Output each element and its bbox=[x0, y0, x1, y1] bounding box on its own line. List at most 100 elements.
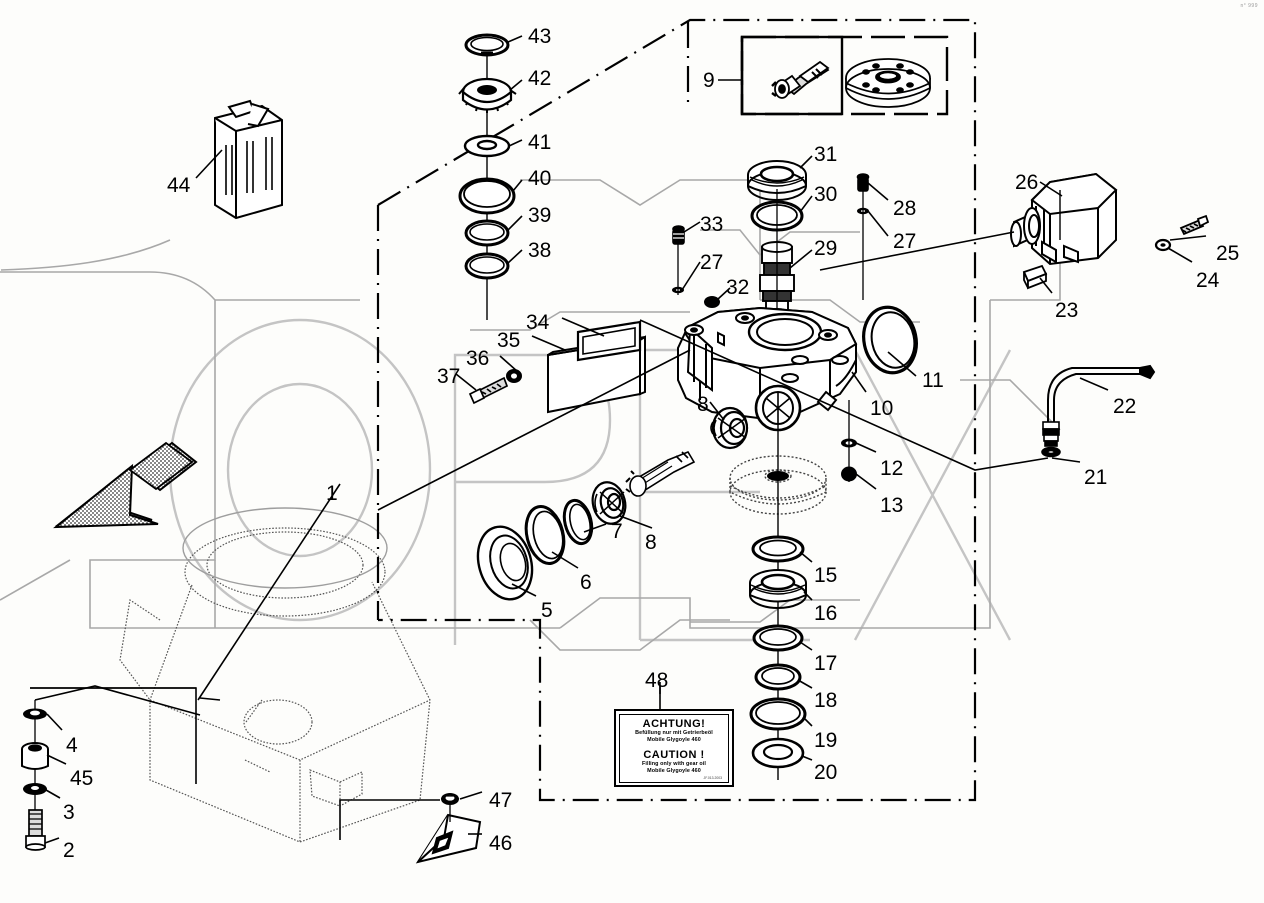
part-5-oil-seal bbox=[476, 525, 534, 601]
part-2-bolt bbox=[25, 809, 46, 851]
callout-20-washer: 20 bbox=[814, 761, 838, 784]
part-45-spacer-bush bbox=[21, 742, 49, 770]
part-33-bolt bbox=[672, 225, 685, 245]
detail-box-divider bbox=[740, 35, 844, 116]
callout-42-gear-cap: 42 bbox=[528, 67, 552, 90]
part-10-gearbox-housing bbox=[677, 306, 858, 432]
corner-mark: n° 999 bbox=[1240, 3, 1258, 9]
leader-frame-bracket bbox=[339, 799, 440, 840]
long-leader-lines bbox=[199, 231, 1049, 701]
part-47-nut bbox=[441, 793, 459, 805]
callout-28-bolt: 28 bbox=[893, 197, 917, 220]
callout-33-bolt: 33 bbox=[700, 213, 724, 236]
decal-body-en-1: Filling only with gear oil bbox=[642, 760, 706, 767]
part-16-ball-bearing bbox=[749, 569, 807, 609]
leader-frame-bottomleft bbox=[30, 687, 197, 784]
callout-25-bolt: 25 bbox=[1216, 242, 1240, 265]
callout-45-spacer-bush: 45 bbox=[70, 767, 94, 790]
part-39-o-ring-medium bbox=[464, 219, 510, 247]
callout-3-washer: 3 bbox=[63, 801, 75, 824]
callout-11-cover-ring: 11 bbox=[922, 369, 944, 392]
callout-30-seal-ring: 30 bbox=[814, 183, 838, 206]
stack-bottomleft-assembly bbox=[21, 685, 201, 851]
shaft-spline-stub bbox=[625, 451, 696, 497]
callout-23-key: 23 bbox=[1055, 299, 1079, 322]
callout-39-o-ring-medium: 39 bbox=[528, 204, 552, 227]
part-3-washer bbox=[23, 783, 47, 795]
callout-16-ball-bearing: 16 bbox=[814, 602, 838, 625]
callout-24-washer: 24 bbox=[1196, 269, 1220, 292]
callout-31-ball-bearing: 31 bbox=[814, 143, 838, 166]
direction-arrow-chevrons bbox=[128, 441, 194, 491]
callout-27-washer: 27 bbox=[700, 251, 724, 274]
part-28-bolt bbox=[856, 173, 870, 192]
callout-21-tube-fitting: 21 bbox=[1084, 466, 1108, 489]
part-25-bolt bbox=[1179, 214, 1210, 236]
stack-lower-assembly bbox=[749, 535, 807, 780]
part-6-seal-ring bbox=[524, 505, 566, 565]
callout-12-washer: 12 bbox=[880, 457, 904, 480]
callout-41-washer: 41 bbox=[528, 131, 552, 154]
callout-34-gasket: 34 bbox=[526, 311, 550, 334]
part-11-cover-ring bbox=[862, 305, 918, 375]
part-46-bracket bbox=[415, 813, 482, 864]
warning-decal-48: ACHTUNG! Befüllung nur mit Getrierbeöl M… bbox=[614, 709, 734, 787]
callout-36-washer: 36 bbox=[466, 347, 490, 370]
callout-9-shaft-and-pulley-kit: 9 bbox=[703, 69, 715, 92]
part-18-ring bbox=[754, 663, 802, 691]
callout-5-oil-seal: 5 bbox=[541, 599, 553, 622]
callout-26-hydraulic-motor: 26 bbox=[1015, 171, 1039, 194]
callout-18-ring: 18 bbox=[814, 689, 838, 712]
callout-13-bolt: 13 bbox=[880, 494, 904, 517]
callout-47-nut: 47 bbox=[489, 789, 513, 812]
callout-35-cover-plate: 35 bbox=[497, 329, 521, 352]
part-32-plug bbox=[704, 296, 720, 308]
part-38-o-ring-small bbox=[464, 252, 510, 280]
decal-body-en-2: Mobile Glygoyle 460 bbox=[647, 767, 701, 774]
part-26-hydraulic-motor bbox=[1010, 172, 1118, 266]
callout-19-seal-ring: 19 bbox=[814, 729, 838, 752]
callout-15-washer: 15 bbox=[814, 564, 838, 587]
callout-40-o-ring-large: 40 bbox=[528, 167, 552, 190]
part-41-washer bbox=[463, 134, 511, 158]
phantom-base-top bbox=[182, 507, 388, 589]
part-4-washer bbox=[23, 708, 47, 720]
part-37-bolt bbox=[468, 376, 509, 405]
callout-6-seal-ring: 6 bbox=[580, 571, 592, 594]
callout-48-warning-decal: 48 bbox=[645, 669, 669, 692]
callout-10-gearbox-housing: 10 bbox=[870, 397, 894, 420]
part-19-seal-ring bbox=[749, 697, 807, 731]
callout-46-bracket: 46 bbox=[489, 832, 513, 855]
group-boundary-lines bbox=[376, 18, 977, 802]
callout-32-plug: 32 bbox=[726, 276, 750, 299]
part-21-tube-fitting bbox=[1041, 421, 1061, 458]
callout-2-bolt: 2 bbox=[63, 839, 75, 862]
part-17-ring bbox=[752, 624, 804, 652]
callout-1-assembly-reference: 1 bbox=[326, 482, 338, 505]
part-36-washer bbox=[506, 369, 522, 383]
decal-code: JF.013.2003 bbox=[703, 776, 722, 781]
phantom-base-housing bbox=[119, 527, 431, 843]
callout-38-o-ring-small: 38 bbox=[528, 239, 552, 262]
leader-lines bbox=[44, 35, 1207, 844]
part-22-breather-tube bbox=[1047, 364, 1156, 435]
callout-27-washer: 27 bbox=[893, 230, 917, 253]
part-20-washer bbox=[751, 737, 805, 769]
part-8-bearing-upper bbox=[710, 406, 749, 450]
decal-heading-de: ACHTUNG! bbox=[642, 718, 706, 730]
callout-17-ring: 17 bbox=[814, 652, 838, 675]
callout-37-bolt: 37 bbox=[437, 365, 461, 388]
part-31-ball-bearing bbox=[747, 160, 807, 201]
part-43-retaining-ring bbox=[464, 33, 510, 57]
part-24-washer bbox=[1154, 238, 1172, 252]
part-40-o-ring-large bbox=[458, 177, 516, 215]
part-7-ring bbox=[562, 498, 594, 546]
callout-8-bearing: 8 bbox=[645, 531, 657, 554]
callout-7-ring: 7 bbox=[611, 520, 623, 543]
callout-44-oil-canister: 44 bbox=[167, 174, 191, 197]
callout-4-washer: 4 bbox=[66, 734, 78, 757]
oil-canister-44 bbox=[214, 99, 283, 220]
callout-43-retaining-ring: 43 bbox=[528, 25, 552, 48]
